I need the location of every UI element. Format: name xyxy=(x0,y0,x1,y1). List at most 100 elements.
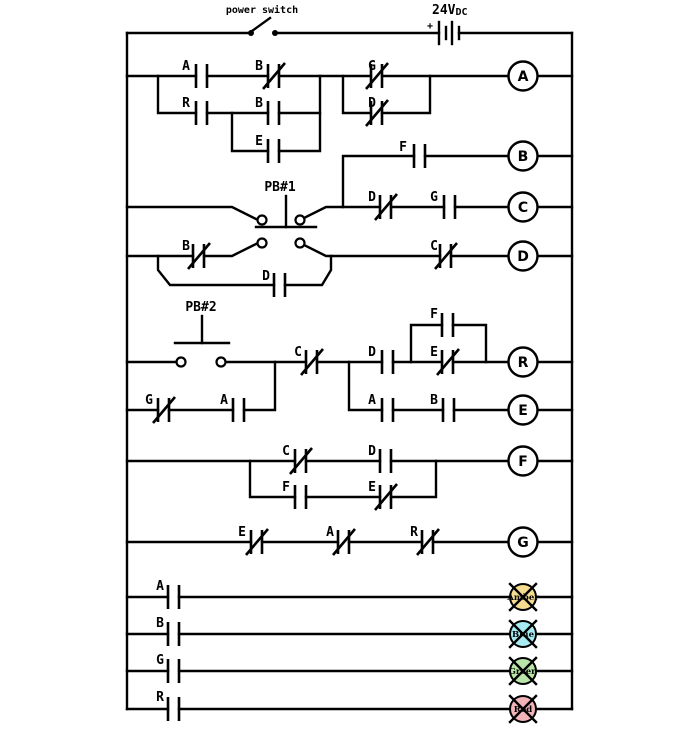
contact-e-nc xyxy=(374,483,398,511)
contact-f-no xyxy=(293,485,308,509)
contact-label: E xyxy=(368,480,376,495)
contact-label: A xyxy=(156,579,164,594)
contact-a-no xyxy=(194,64,209,88)
lamp-green: Green xyxy=(508,656,538,686)
contact-label: D xyxy=(368,444,376,459)
contact-a-no xyxy=(231,398,246,422)
contact-label: D xyxy=(368,96,376,111)
lamp-blue: Blue xyxy=(508,619,538,649)
contact-label: R xyxy=(410,525,418,540)
contact-label: D xyxy=(262,269,270,284)
contact-e-no xyxy=(266,139,281,163)
contact-g-no xyxy=(442,195,457,219)
lamp-red: Red xyxy=(508,694,538,724)
contact-r-no xyxy=(194,101,209,125)
contact-label: F xyxy=(430,307,438,322)
contact-label: C xyxy=(282,444,290,459)
contact-g-nc xyxy=(152,396,176,424)
lamp-label: Green xyxy=(509,667,538,677)
contact-label: G xyxy=(156,653,164,668)
coil-b: B xyxy=(507,140,539,172)
coil-f: F xyxy=(507,445,539,477)
contact-b-no xyxy=(441,398,456,422)
contact-g-no xyxy=(166,659,181,683)
contact-label: G xyxy=(368,59,376,74)
contact-label: G xyxy=(145,393,153,408)
contact-c-nc xyxy=(434,242,458,270)
contact-a-no xyxy=(380,398,395,422)
contact-label: C xyxy=(294,345,302,360)
contact-label: C xyxy=(430,239,438,254)
coil-label: R xyxy=(518,355,529,371)
contact-e-nc xyxy=(436,348,460,376)
rung-2-4-wires xyxy=(125,154,574,287)
coil-a: A xyxy=(507,60,539,92)
contact-label: E xyxy=(255,134,263,149)
contact-b-no xyxy=(266,101,281,125)
contact-b-no xyxy=(166,622,181,646)
contact-c-nc xyxy=(300,348,324,376)
lamp-label: Blue xyxy=(512,630,535,640)
coil-label: A xyxy=(518,69,529,85)
contact-d-nc xyxy=(365,99,389,127)
contact-label: R xyxy=(156,690,164,705)
contact-label: G xyxy=(430,190,438,205)
contact-label: A xyxy=(368,393,376,408)
coil-label: G xyxy=(517,535,529,551)
coil-label: E xyxy=(518,403,528,419)
coil-d: D xyxy=(507,240,539,272)
pushbutton-1-label: PB#1 xyxy=(264,180,295,195)
contact-label: B xyxy=(156,616,164,631)
contact-r-no xyxy=(166,697,181,721)
contact-e-nc xyxy=(245,528,269,556)
coil-g: G xyxy=(507,526,539,558)
contact-label: B xyxy=(255,59,263,74)
coil-r: R xyxy=(507,346,539,378)
contact-label: D xyxy=(368,190,376,205)
contact-d-no xyxy=(272,273,287,297)
battery xyxy=(437,20,461,46)
contact-label: A xyxy=(326,525,334,540)
pushbutton-2[interactable] xyxy=(173,314,231,368)
contact-r-nc xyxy=(416,528,440,556)
contact-label: R xyxy=(182,96,190,111)
battery-plus-sign: + xyxy=(427,21,433,32)
supply-voltage-label: 24VDC xyxy=(432,3,468,18)
contact-d-nc xyxy=(374,193,398,221)
rung-7-wires xyxy=(125,459,574,499)
lamp-rung-wires xyxy=(125,595,574,711)
contact-f-no xyxy=(412,144,427,168)
coil-c: C xyxy=(507,191,539,223)
contact-b-nc xyxy=(187,242,211,270)
contact-label: B xyxy=(255,96,263,111)
contact-d-no xyxy=(378,449,393,473)
coil-label: C xyxy=(518,200,528,216)
lamp-label: Red xyxy=(514,705,532,715)
contact-label: A xyxy=(220,393,228,408)
rung-1-wires xyxy=(125,74,574,153)
contact-label: A xyxy=(182,59,190,74)
pushbutton-2-label: PB#2 xyxy=(185,300,216,315)
coil-label: B xyxy=(518,149,529,165)
rung-5-6-wires xyxy=(125,323,574,412)
contact-c-nc xyxy=(289,447,313,475)
contact-label: F xyxy=(399,140,407,155)
coil-e: E xyxy=(507,394,539,426)
power-switch-label: power switch xyxy=(226,4,298,16)
contact-b-nc xyxy=(262,62,286,90)
contact-a-nc xyxy=(332,528,356,556)
contact-g-nc xyxy=(365,62,389,90)
pushbutton-1[interactable] xyxy=(254,194,318,249)
contact-f-no xyxy=(440,313,455,337)
contact-label: D xyxy=(368,345,376,360)
power-switch[interactable] xyxy=(248,16,278,36)
contact-a-no xyxy=(166,585,181,609)
coil-label: F xyxy=(518,454,528,470)
contact-label: F xyxy=(282,480,290,495)
contact-label: E xyxy=(238,525,246,540)
coils: A B C D R E F G xyxy=(507,60,539,558)
contact-label: B xyxy=(430,393,438,408)
coil-label: D xyxy=(517,249,529,265)
contact-label: E xyxy=(430,345,438,360)
